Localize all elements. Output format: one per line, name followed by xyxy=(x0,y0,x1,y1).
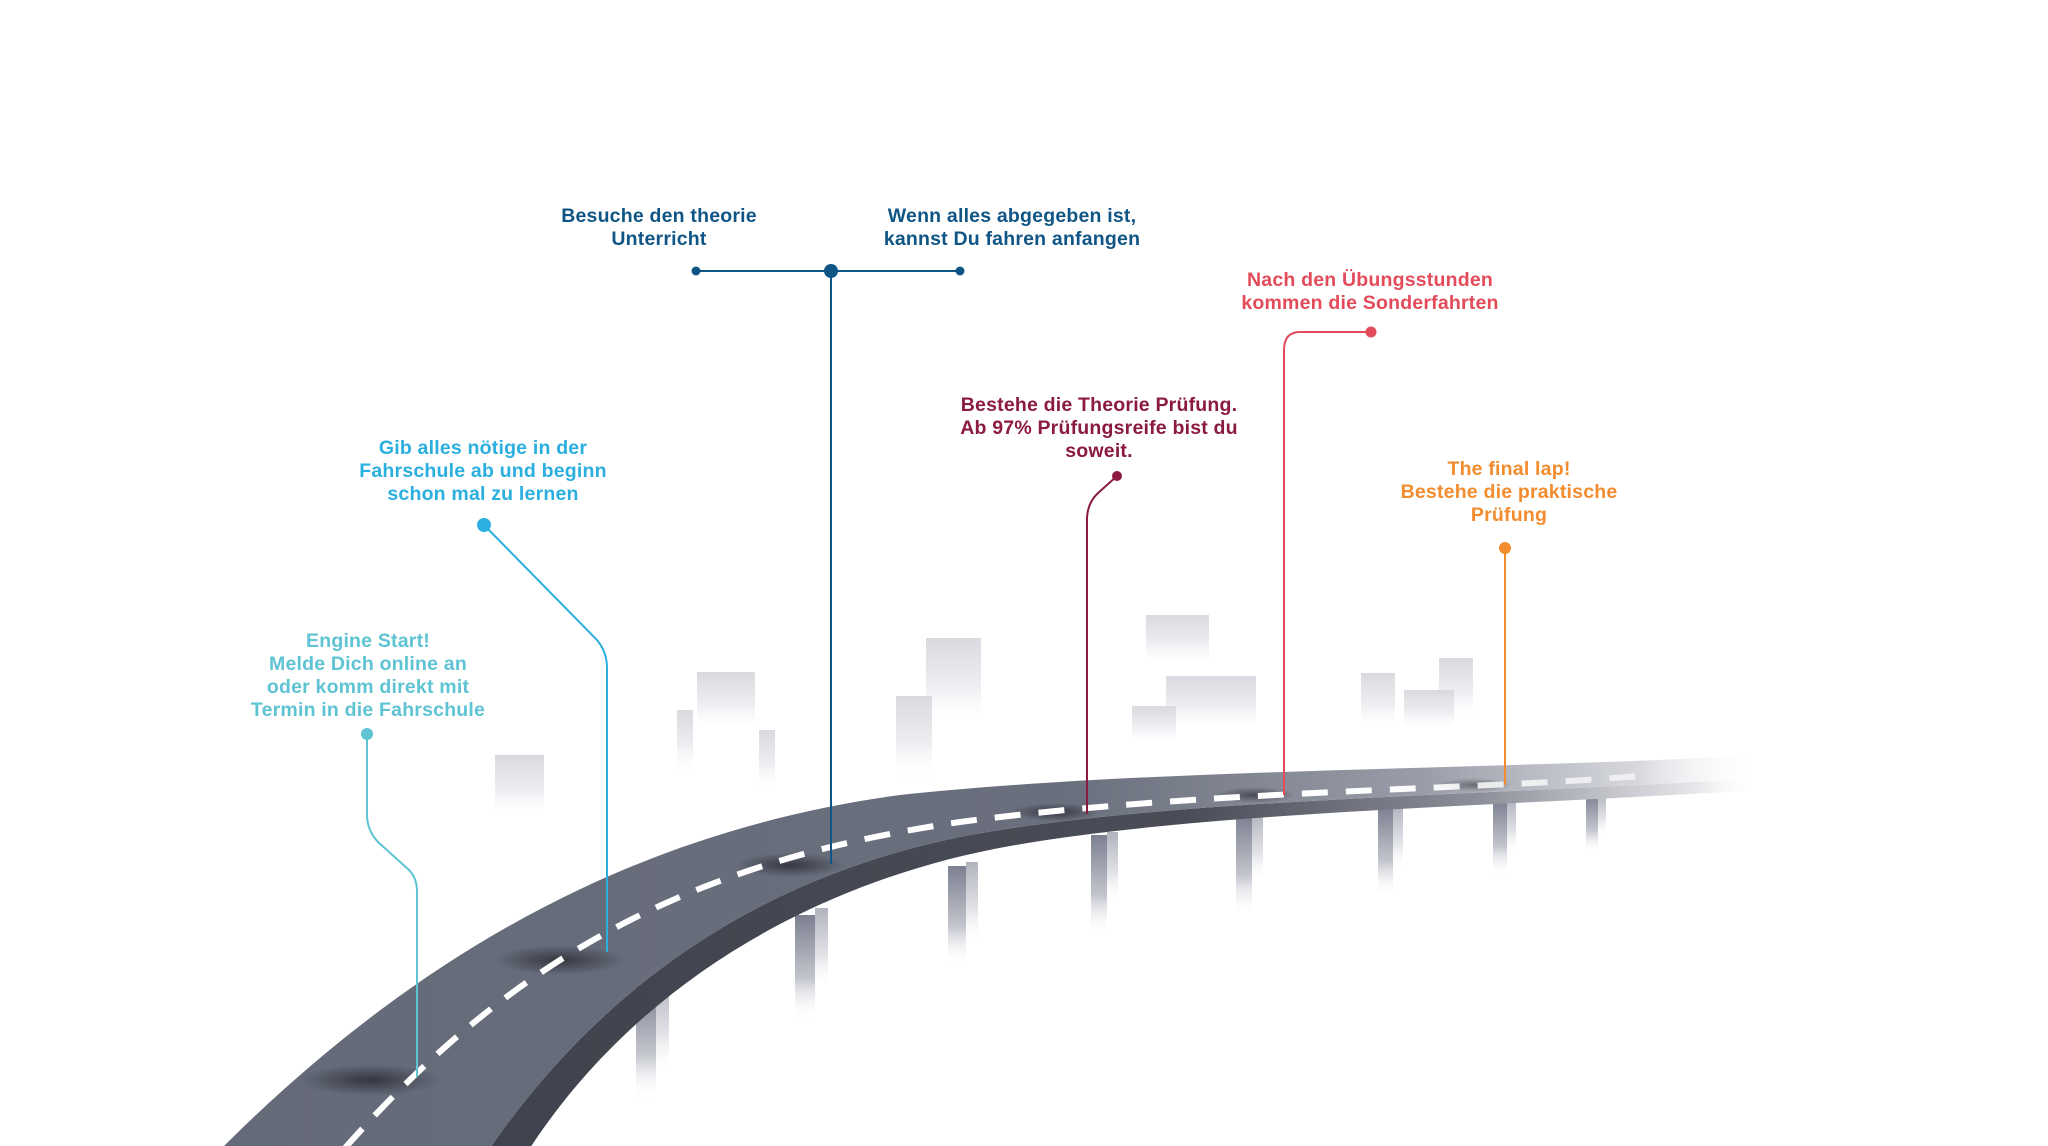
pillar xyxy=(1493,799,1516,876)
milestone-theorie-unterricht: Besuche den theorie Unterricht xyxy=(561,205,757,251)
building xyxy=(1132,706,1176,744)
connector-sonderfahrten xyxy=(1283,326,1377,795)
building xyxy=(896,696,932,782)
milestone-line: Wenn alles abgegeben ist, xyxy=(887,205,1137,227)
milestone-line: kommen die Sonderfahrten xyxy=(1241,292,1499,314)
milestone-line: The final lap! xyxy=(1447,458,1571,480)
milestone-line: schon mal zu lernen xyxy=(387,483,579,505)
connector-theorie xyxy=(691,264,965,864)
marker-dot xyxy=(691,266,701,276)
marker-dot xyxy=(477,518,491,532)
marker-dot xyxy=(1112,471,1122,481)
milestone-line: Fahrschule ab und beginn xyxy=(359,460,607,482)
road-side-edge xyxy=(491,778,1760,1146)
milestone-line: Unterricht xyxy=(611,228,707,250)
building xyxy=(1166,676,1256,731)
connector-praktische-pruefung xyxy=(1499,542,1511,785)
milestone-unterlagen: Gib alles nötige in der Fahrschule ab un… xyxy=(359,437,606,506)
milestone-line: Bestehe die praktische xyxy=(1400,481,1618,503)
building xyxy=(1361,673,1395,730)
building xyxy=(697,672,755,732)
milestone-fahren-anfangen: Wenn alles abgegeben ist, kannst Du fahr… xyxy=(884,205,1140,251)
marker-dot xyxy=(955,266,965,276)
marker-dot xyxy=(1365,326,1377,338)
milestone-line: kannst Du fahren anfangen xyxy=(883,228,1141,250)
milestone-line: Ab 97% Prüfungsreife bist du xyxy=(960,417,1238,439)
road-center-line xyxy=(342,773,1641,1146)
pillar xyxy=(1236,812,1263,915)
marker-shadow xyxy=(735,853,845,877)
connector-engine-start xyxy=(361,728,418,1077)
milestone-line: Nach den Übungsstunden xyxy=(1246,269,1493,291)
marker-dot xyxy=(824,264,838,278)
marker-dot xyxy=(1499,542,1511,554)
milestone-line: oder komm direkt mit xyxy=(266,676,470,698)
pillar xyxy=(1586,792,1606,854)
pillar xyxy=(948,862,978,966)
milestone-line: Termin in die Fahrschule xyxy=(250,699,486,721)
building xyxy=(926,638,981,726)
road xyxy=(224,755,1760,1146)
milestone-line: Bestehe die Theorie Prüfung. xyxy=(960,394,1238,416)
milestone-praktische-pruefung: The final lap! Bestehe die praktische Pr… xyxy=(1401,458,1618,527)
milestone-line: soweit. xyxy=(1065,440,1133,462)
road-surface xyxy=(224,755,1760,1146)
milestone-theorie-pruefung: Bestehe die Theorie Prüfung. Ab 97% Prüf… xyxy=(960,394,1238,463)
callout-connectors xyxy=(361,264,1511,1077)
building xyxy=(495,755,544,820)
connector-unterlagen xyxy=(477,518,608,952)
building xyxy=(759,730,775,792)
building xyxy=(1404,690,1454,730)
milestone-line: Melde Dich online an xyxy=(269,653,467,675)
building xyxy=(677,710,693,774)
marker-shadow xyxy=(300,1064,440,1096)
connector-theorie-pruefung xyxy=(1086,471,1122,814)
milestone-line: Gib alles nötige in der xyxy=(378,437,588,459)
milestone-line: Besuche den theorie xyxy=(561,205,757,227)
milestone-line: Engine Start! xyxy=(306,630,430,652)
milestone-line: Prüfung xyxy=(1470,504,1548,526)
marker-dot xyxy=(361,728,373,740)
milestone-sonderfahrten: Nach den Übungsstunden kommen die Sonder… xyxy=(1241,269,1498,315)
building xyxy=(1146,615,1209,667)
city-skyline xyxy=(495,615,1473,820)
pillar xyxy=(1091,832,1118,935)
pillar xyxy=(795,908,828,1020)
pillar xyxy=(1378,805,1403,897)
milestone-engine-start: Engine Start! Melde Dich online an oder … xyxy=(251,630,485,722)
